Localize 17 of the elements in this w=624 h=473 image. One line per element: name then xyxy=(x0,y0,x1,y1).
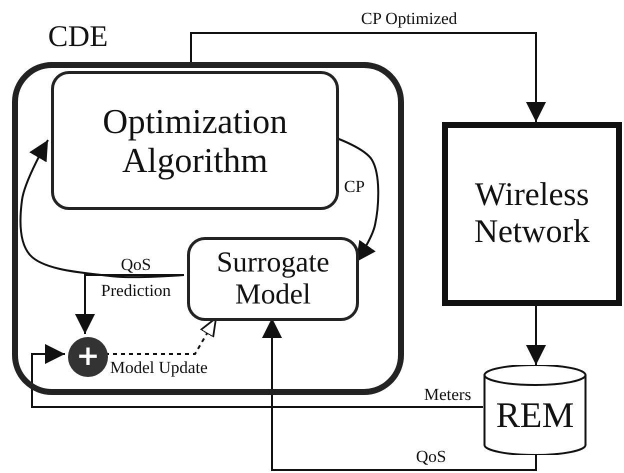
database-cylinder xyxy=(483,365,587,455)
sum-circle xyxy=(68,337,108,377)
process-box xyxy=(442,122,622,306)
node-label: Surrogate Model xyxy=(216,246,330,312)
arrow xyxy=(262,318,537,471)
process-box xyxy=(187,237,359,321)
arrow xyxy=(75,274,184,334)
node-label: Optimization Algorithm xyxy=(102,101,288,180)
plus-sign: + xyxy=(75,339,101,373)
edge-label: QoS Prediction xyxy=(100,254,172,302)
arrow xyxy=(31,344,483,408)
arrow xyxy=(190,32,546,122)
process-box xyxy=(51,71,339,210)
arrow xyxy=(526,306,546,365)
node-label: REM xyxy=(494,395,575,436)
group-heading: CDE xyxy=(48,20,108,54)
node-label: Wireless Network xyxy=(473,177,591,251)
